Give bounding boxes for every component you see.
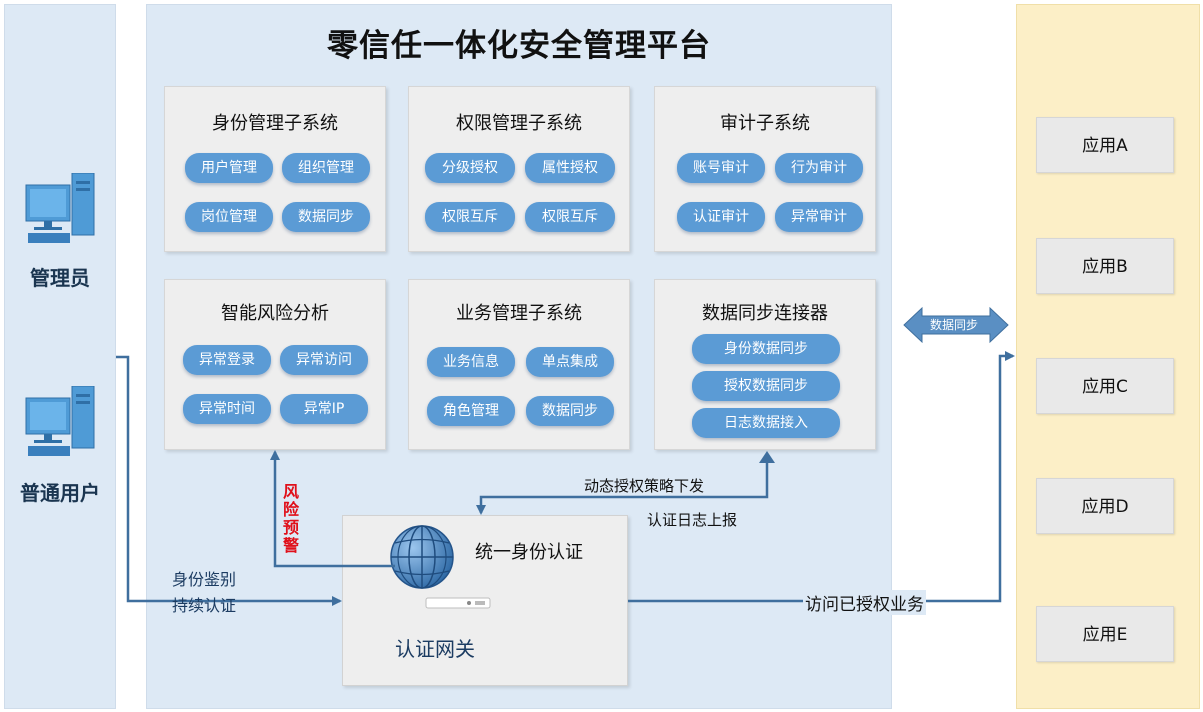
subsystem-title: 审计子系统 [720, 113, 810, 134]
app-b[interactable]: 应用B [1036, 238, 1174, 294]
permission-exclusion-button[interactable]: 权限互斥 [525, 202, 615, 232]
data-sync-button[interactable]: 数据同步 [282, 202, 370, 232]
identity-subsystem: 身份管理子系统 用户管理 组织管理 岗位管理 数据同步 [164, 86, 386, 252]
normal-user-label: 普通用户 [20, 481, 100, 505]
auth-audit-button[interactable]: 认证审计 [677, 202, 765, 232]
app-d[interactable]: 应用D [1036, 478, 1174, 534]
abnormal-access-button[interactable]: 异常访问 [280, 345, 368, 375]
platform-title: 零信任一体化安全管理平台 [327, 28, 711, 64]
identity-data-sync-button[interactable]: 身份数据同步 [692, 334, 840, 364]
log-data-ingest-button[interactable]: 日志数据接入 [692, 408, 840, 438]
gateway-name: 认证网关 [395, 637, 475, 661]
user-management-button[interactable]: 用户管理 [185, 153, 273, 183]
anomaly-audit-button[interactable]: 异常审计 [775, 202, 863, 232]
business-info-button[interactable]: 业务信息 [427, 347, 515, 377]
permission-exclusion-button[interactable]: 权限互斥 [425, 202, 515, 232]
policy-down-label: 动态授权策略下发 [584, 477, 705, 495]
risk-warning-label: 风险预警 [282, 482, 299, 555]
continuous-auth-label: 持续认证 [172, 596, 237, 615]
abnormal-ip-button[interactable]: 异常IP [280, 394, 368, 424]
admin-label: 管理员 [30, 266, 90, 290]
role-management-button[interactable]: 角色管理 [427, 396, 515, 426]
abnormal-login-button[interactable]: 异常登录 [183, 345, 271, 375]
policy-down-arrow [476, 458, 769, 515]
sso-integration-button[interactable]: 单点集成 [526, 347, 614, 377]
data-sync-button[interactable]: 数据同步 [526, 396, 614, 426]
subsystem-title: 业务管理子系统 [456, 303, 582, 324]
access-label: 访问已授权业务 [803, 590, 926, 615]
attribute-auth-button[interactable]: 属性授权 [525, 153, 615, 183]
post-management-button[interactable]: 岗位管理 [185, 202, 273, 232]
subsystem-title: 权限管理子系统 [456, 113, 582, 134]
admin-computer-icon [24, 172, 98, 249]
globe-icon [389, 524, 455, 594]
sync-connector-subsystem: 数据同步连接器 身份数据同步 授权数据同步 日志数据接入 [654, 279, 876, 450]
data-sync-arrow [903, 306, 1009, 344]
app-c[interactable]: 应用C [1036, 358, 1174, 414]
identity-check-label: 身份鉴别 [172, 570, 237, 589]
app-a[interactable]: 应用A [1036, 117, 1174, 173]
business-subsystem: 业务管理子系统 业务信息 单点集成 角色管理 数据同步 [408, 279, 630, 450]
graded-auth-button[interactable]: 分级授权 [425, 153, 515, 183]
log-up-arrowhead [759, 451, 775, 463]
network-device-icon [425, 595, 491, 614]
subsystem-title: 智能风险分析 [221, 303, 329, 324]
risk-warning-arrow [270, 450, 395, 568]
audit-subsystem: 审计子系统 账号审计 行为审计 认证审计 异常审计 [654, 86, 876, 252]
abnormal-time-button[interactable]: 异常时间 [183, 394, 271, 424]
org-management-button[interactable]: 组织管理 [282, 153, 370, 183]
log-up-label: 认证日志上报 [647, 511, 738, 529]
identity-check-arrow [116, 355, 342, 606]
permission-subsystem: 权限管理子系统 分级授权 属性授权 权限互斥 权限互斥 [408, 86, 630, 252]
user-computer-icon [24, 385, 98, 462]
account-audit-button[interactable]: 账号审计 [677, 153, 765, 183]
unified-auth-title: 统一身份认证 [475, 542, 583, 563]
app-e[interactable]: 应用E [1036, 606, 1174, 662]
user-column [4, 4, 116, 709]
data-sync-label: 数据同步 [930, 318, 979, 332]
behavior-audit-button[interactable]: 行为审计 [775, 153, 863, 183]
auth-data-sync-button[interactable]: 授权数据同步 [692, 371, 840, 401]
subsystem-title: 身份管理子系统 [212, 113, 338, 134]
risk-analysis-subsystem: 智能风险分析 异常登录 异常访问 异常时间 异常IP [164, 279, 386, 450]
subsystem-title: 数据同步连接器 [702, 303, 828, 324]
